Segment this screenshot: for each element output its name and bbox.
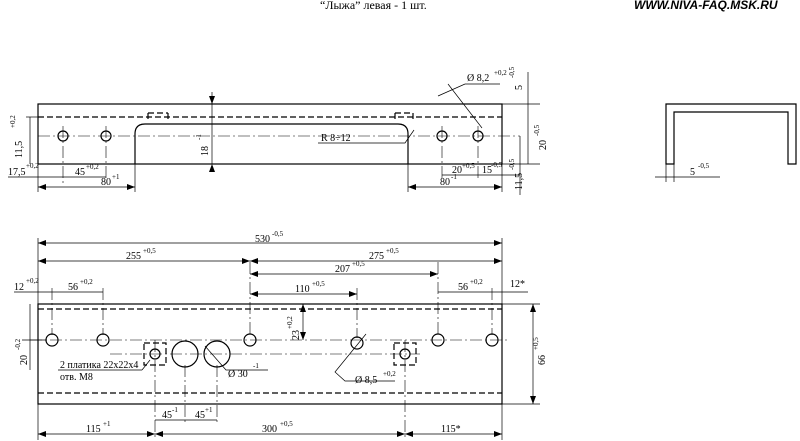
dim-plan-66: 66: [537, 355, 548, 365]
svg-text:+0,2: +0,2: [26, 162, 39, 170]
dim-plan-255: 255: [126, 251, 141, 262]
svg-text:+0,5: +0,5: [280, 420, 293, 428]
svg-text:+0,2: +0,2: [9, 115, 17, 128]
dim-plan-56-left: 56: [68, 282, 78, 293]
dim-side-17-5: 17,5: [8, 167, 26, 178]
svg-text:+0,5: +0,5: [532, 337, 540, 350]
svg-text:+1: +1: [103, 420, 111, 428]
svg-text:-0,5: -0,5: [533, 124, 541, 136]
dim-side-15: 15: [482, 165, 492, 176]
svg-text:+0,2: +0,2: [286, 316, 294, 329]
dim-side-45: 45: [75, 167, 85, 178]
dim-plan-207: 207: [335, 264, 350, 275]
svg-text:+0,2: +0,2: [383, 370, 396, 378]
dim-plan-115-right: 115*: [441, 424, 461, 435]
dim-side-5: 5: [514, 85, 525, 90]
dim-side-20-v: 20: [538, 140, 549, 150]
dim-plan-12-left: 12: [14, 282, 24, 293]
svg-text:-0,5: -0,5: [272, 230, 284, 238]
dim-side-80-right: 80: [440, 177, 450, 188]
drawing-title: “Лыжа” левая - 1 шт.: [320, 0, 427, 12]
dim-side-hole-d: Ø 8,2: [467, 73, 489, 84]
svg-text:-0,5: -0,5: [698, 162, 710, 170]
svg-text:+0,5: +0,5: [312, 280, 325, 288]
section-view: 5 -0,5: [655, 103, 797, 182]
svg-text:+0,5: +0,5: [386, 247, 399, 255]
plan-note-pads: 2 платика 22х22х4: [60, 360, 138, 371]
dim-side-80-left: 80: [101, 177, 111, 188]
svg-text:-1: -1: [172, 406, 178, 414]
dim-plan-300: 300: [262, 424, 277, 435]
dim-plan-115-left: 115: [86, 424, 101, 435]
dim-plan-small-hole: Ø 8,5: [355, 375, 377, 386]
svg-text:-0,5: -0,5: [491, 161, 503, 169]
dim-plan-275: 275: [369, 251, 384, 262]
plan-note-thread: отв. М8: [60, 372, 93, 383]
dim-side-18: 18: [200, 146, 211, 156]
hidden-pad-left: [147, 112, 169, 120]
side-view: 11,5 +0,2 17,5 +0,2 45 +0,2 80 +1 18 -1 …: [8, 66, 549, 195]
dim-plan-56-right: 56: [458, 282, 468, 293]
dim-section-wall: 5: [690, 167, 695, 178]
dim-side-radius: R 8÷12: [321, 133, 351, 144]
plan-view: 530 -0,5 255 +0,5 275 +0,5 207 +0,5 12 +…: [14, 230, 548, 440]
svg-text:+0,2: +0,2: [494, 69, 507, 77]
svg-text:+0,5: +0,5: [143, 247, 156, 255]
svg-text:+1: +1: [205, 406, 213, 414]
svg-text:+0,2: +0,2: [470, 278, 483, 286]
plan-view-outline: [37, 303, 503, 405]
dim-plan-45-b: 45: [195, 410, 205, 421]
plan-hole-4: [350, 336, 364, 350]
svg-text:-0,5: -0,5: [508, 158, 516, 170]
svg-text:+0,5: +0,5: [462, 162, 475, 170]
hidden-pad-right: [394, 112, 414, 120]
dim-side-h-right: 11,5: [514, 173, 525, 190]
side-view-outline: [37, 103, 503, 165]
channel-profile: [665, 103, 797, 165]
dim-plan-20: 20: [19, 355, 30, 365]
inner-cutout: [134, 123, 409, 164]
svg-text:-1: -1: [451, 173, 457, 181]
svg-text:+0,5: +0,5: [352, 260, 365, 268]
site-url: WWW.NIVA-FAQ.MSK.RU: [634, 0, 778, 12]
svg-text:-0,2: -0,2: [14, 338, 22, 350]
dim-plan-45-a: 45: [162, 410, 172, 421]
dim-plan-23: 23: [291, 330, 302, 340]
dim-plan-big-hole: Ø 30: [228, 369, 248, 380]
dim-plan-530: 530: [255, 234, 270, 245]
dim-plan-110: 110: [295, 284, 310, 295]
svg-text:+1: +1: [112, 173, 120, 181]
svg-text:-0,5: -0,5: [508, 66, 516, 78]
svg-text:-1: -1: [253, 362, 259, 370]
svg-text:+0,2: +0,2: [26, 277, 39, 285]
svg-text:-1: -1: [195, 134, 203, 140]
dim-side-h-left: 11,5: [14, 141, 25, 158]
svg-text:+0,2: +0,2: [86, 163, 99, 171]
dim-side-20-h: 20: [452, 165, 462, 176]
dim-plan-12-right: 12*: [510, 279, 525, 290]
svg-text:+0,2: +0,2: [80, 278, 93, 286]
